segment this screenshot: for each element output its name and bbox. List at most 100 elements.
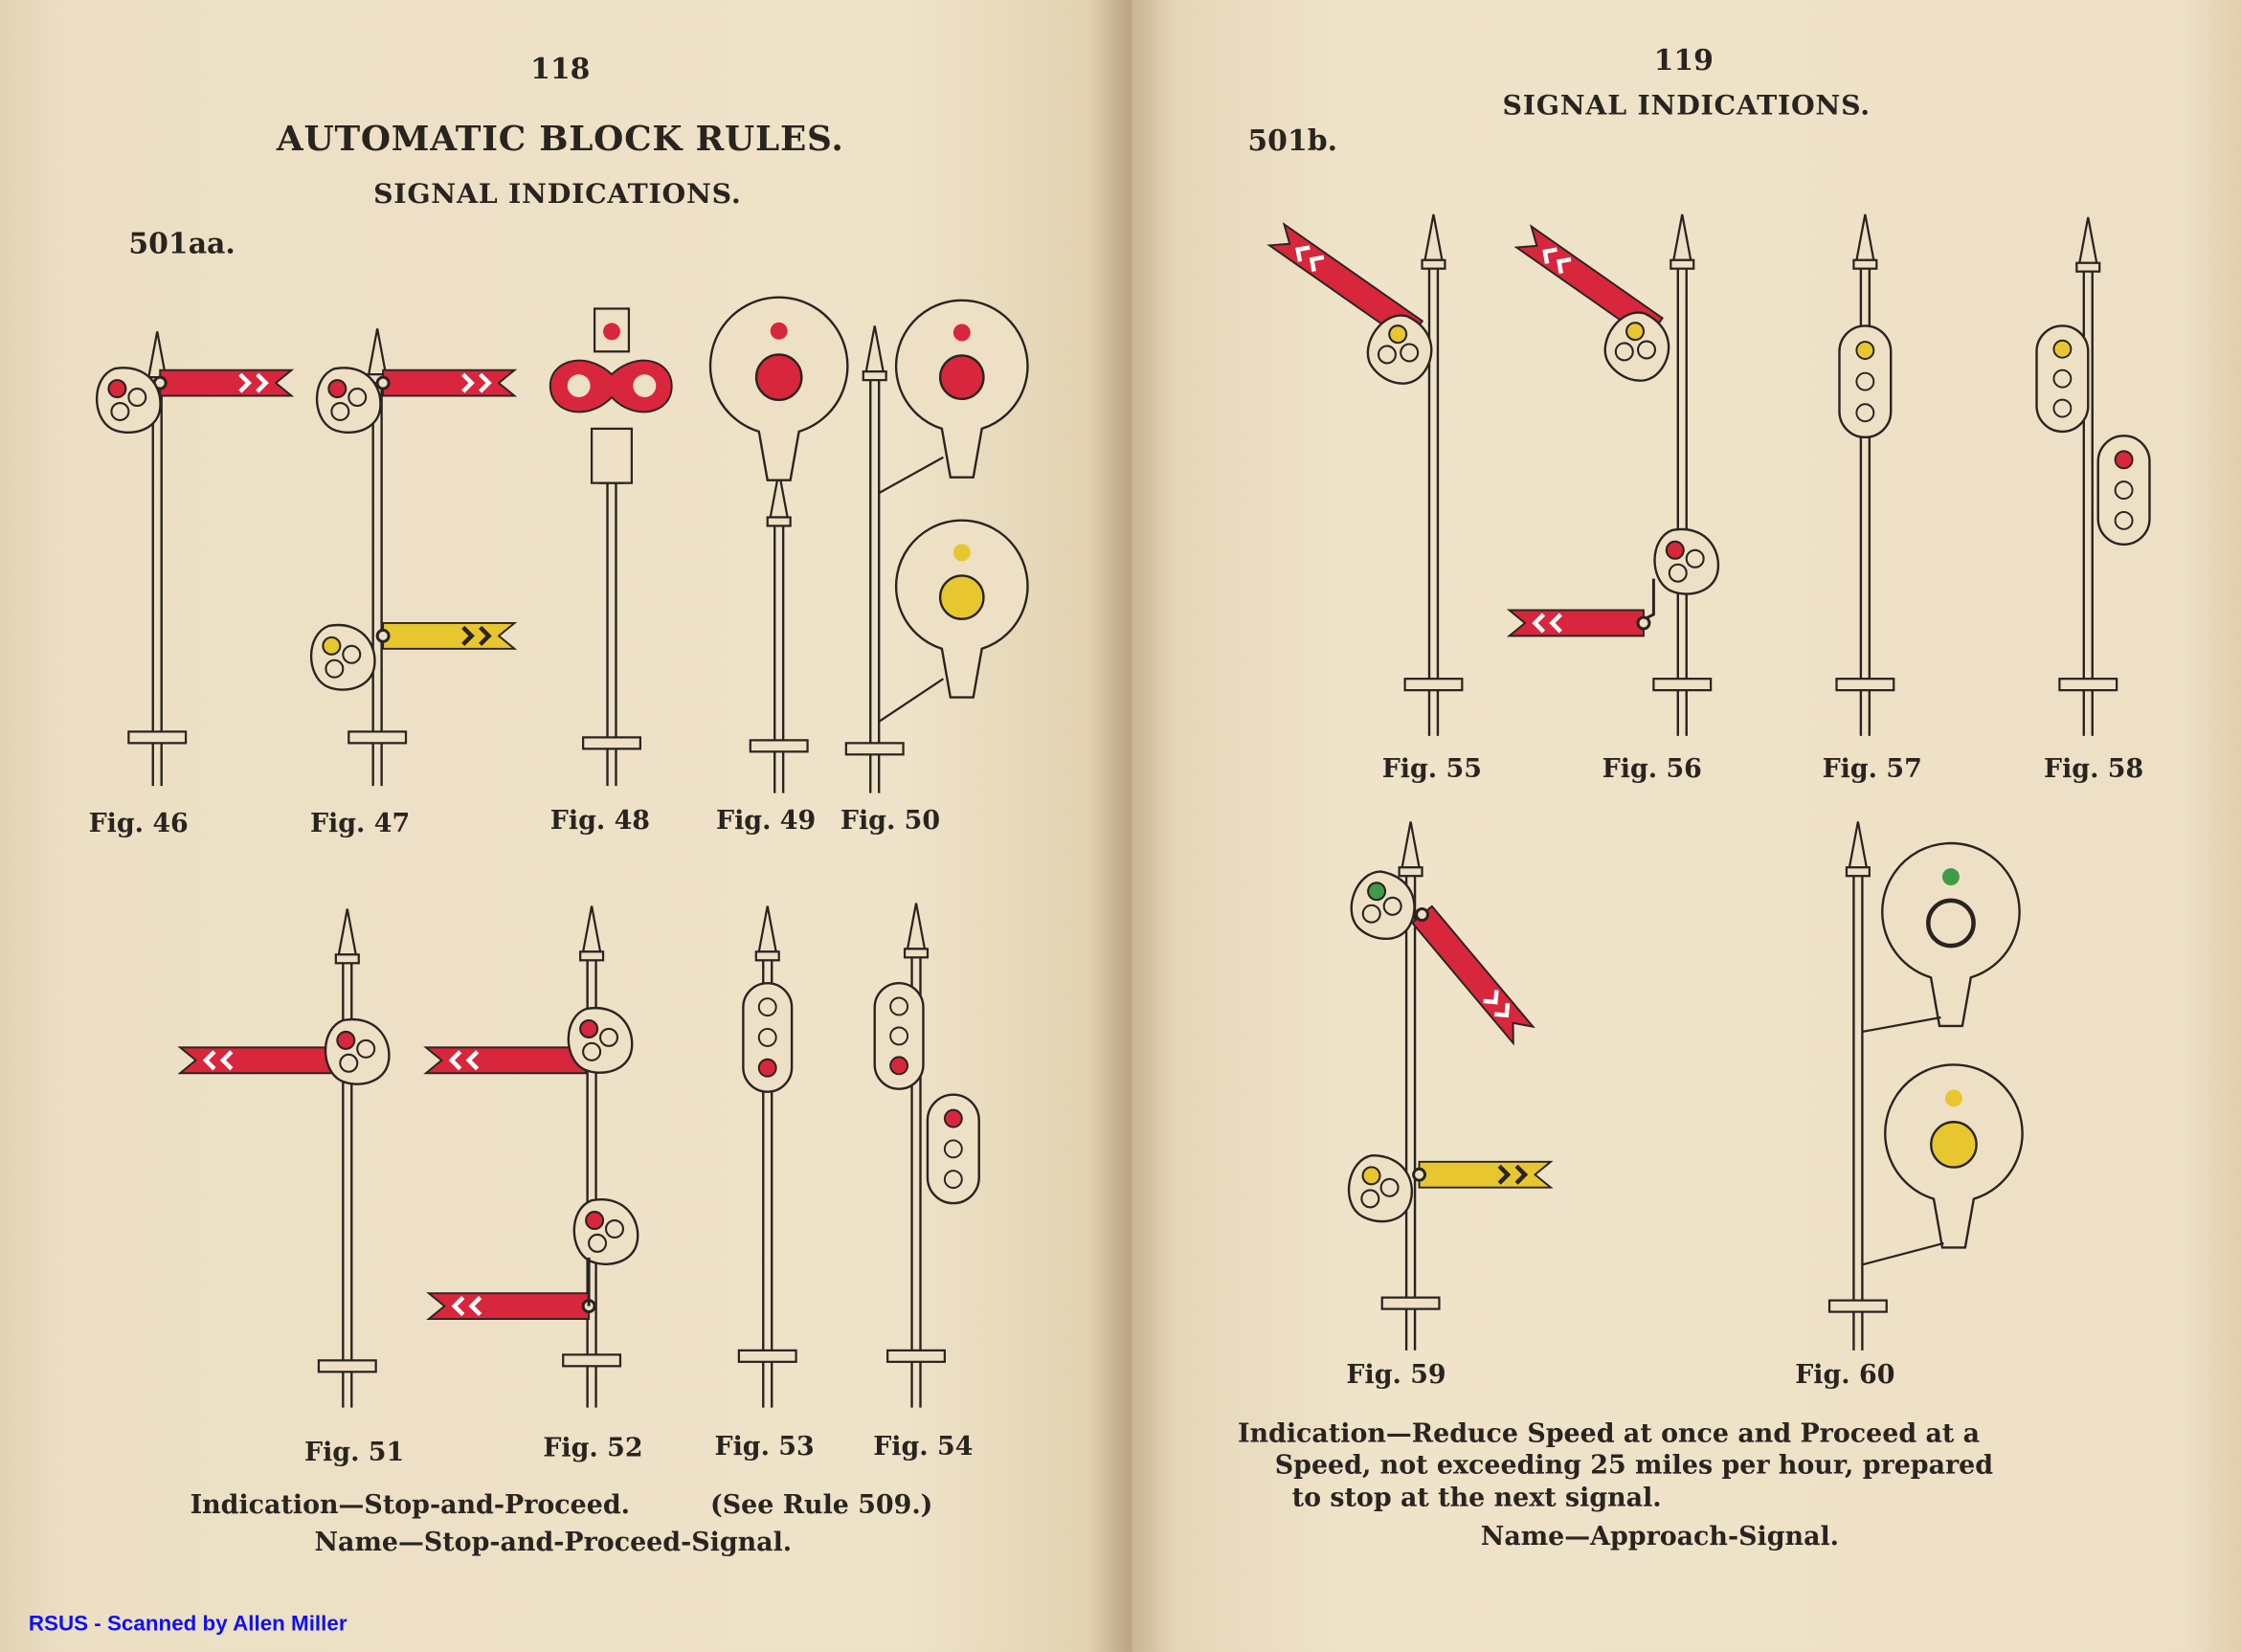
signal-name: Name—Stop-and-Proceed-Signal.	[314, 1528, 793, 1558]
chevron-stripe	[1309, 255, 1325, 272]
lens	[342, 644, 362, 664]
lamp-light	[603, 323, 620, 341]
finial	[337, 908, 358, 956]
mast-cap	[2075, 261, 2101, 273]
lens	[604, 1218, 624, 1239]
scanner-watermark: RSUS - Scanned by Allen Miller	[28, 1612, 347, 1637]
chevron-stripe	[1557, 257, 1572, 275]
main-light	[1926, 898, 1976, 949]
fig-58-signal	[2035, 216, 2151, 736]
section-label: 501aa.	[128, 225, 235, 260]
light-lens	[943, 1108, 963, 1128]
pivot	[1636, 615, 1651, 631]
fig-57-signal	[1835, 213, 1895, 736]
light-lens	[1855, 341, 1875, 360]
mast-cap	[579, 950, 605, 962]
lens	[127, 388, 147, 408]
spectacle	[309, 623, 376, 691]
lens	[1361, 1166, 1381, 1186]
light-lens	[889, 996, 909, 1016]
finial	[581, 905, 602, 953]
bracket	[1862, 1241, 1944, 1266]
chevron-stripe	[1514, 1164, 1529, 1185]
lens	[1625, 322, 1646, 342]
pivot	[1415, 907, 1430, 922]
base-plate	[127, 730, 188, 745]
semaphore-arm	[1506, 609, 1651, 637]
finial	[1848, 821, 1869, 869]
chevron-stripe	[1497, 1164, 1512, 1185]
fig-56-signal	[1506, 213, 1720, 736]
base-plate	[1835, 678, 1895, 692]
chevron-stripe	[479, 372, 492, 393]
lens	[1637, 340, 1657, 360]
spectacle	[572, 1198, 639, 1265]
left-page: 118 AUTOMATIC BLOCK RULES. SIGNAL INDICA…	[0, 0, 1132, 1652]
base-plate	[749, 739, 809, 753]
finial	[2077, 216, 2098, 264]
rule-reference: (See Rule 509.)	[710, 1490, 933, 1521]
light-lens	[757, 1058, 777, 1078]
chevron-stripe	[1542, 247, 1557, 264]
light-lens	[2052, 339, 2073, 359]
pivot	[1412, 1167, 1427, 1182]
figure-label: Fig. 49	[715, 806, 817, 837]
chevron-stripe	[219, 1050, 234, 1071]
light-lens	[1855, 403, 1875, 423]
lens	[1379, 1177, 1400, 1197]
spectacle	[1347, 1154, 1414, 1223]
lens	[585, 1211, 605, 1231]
indication-text: Indication—Stop-and-Proceed.	[190, 1490, 631, 1521]
light-lens	[757, 1027, 777, 1047]
spectacle	[1350, 870, 1416, 940]
figure-label: Fig. 50	[840, 806, 941, 837]
lens	[599, 1027, 619, 1047]
lens	[347, 388, 368, 408]
arm-blade	[382, 368, 518, 397]
chevron-stripe	[202, 1050, 216, 1071]
light-lens	[2052, 398, 2073, 418]
fig-48-signal	[549, 307, 673, 787]
arm-blade	[382, 621, 518, 650]
chevron-stripe	[468, 1296, 482, 1317]
lens	[322, 636, 342, 656]
chevron-stripe	[1494, 1002, 1511, 1018]
figure-label: Fig. 48	[549, 806, 651, 837]
mechanism-box	[590, 427, 634, 484]
mast-cap	[1845, 866, 1871, 878]
chevron-stripe	[1483, 990, 1499, 1005]
lens	[107, 379, 127, 399]
figure-label: Fig. 53	[714, 1431, 815, 1462]
semaphore-arm	[1410, 904, 1535, 1046]
finial	[864, 325, 885, 373]
finial	[367, 328, 388, 376]
spectacle	[324, 1017, 391, 1085]
figure-label: Fig. 56	[1602, 754, 1702, 785]
chevron-stripe	[451, 1296, 465, 1317]
figure-label: Fig. 51	[304, 1437, 405, 1468]
base-plate	[1403, 678, 1464, 692]
figure-label: Fig. 54	[873, 1431, 974, 1462]
base-plate	[317, 1359, 377, 1373]
bracket	[878, 678, 945, 723]
base-plate	[844, 742, 905, 756]
light-lens	[2052, 368, 2073, 389]
marker-light	[952, 324, 971, 342]
spectacle	[1653, 527, 1720, 595]
chevron-stripe	[256, 372, 269, 393]
fig-46-signal	[95, 331, 295, 787]
semaphore-arm	[152, 368, 295, 397]
chevron-stripe	[238, 372, 252, 393]
chevron-stripe	[465, 1050, 480, 1071]
lens	[1614, 342, 1634, 362]
lens	[588, 1233, 608, 1253]
page-number: 119	[1653, 42, 1714, 78]
lens	[1367, 882, 1387, 902]
light-lens	[2114, 510, 2134, 530]
fig-49-signal	[708, 296, 849, 793]
lens	[1388, 324, 1408, 345]
figure-label: Fig. 57	[1822, 754, 1922, 785]
fig-59-signal	[1347, 821, 1554, 1351]
